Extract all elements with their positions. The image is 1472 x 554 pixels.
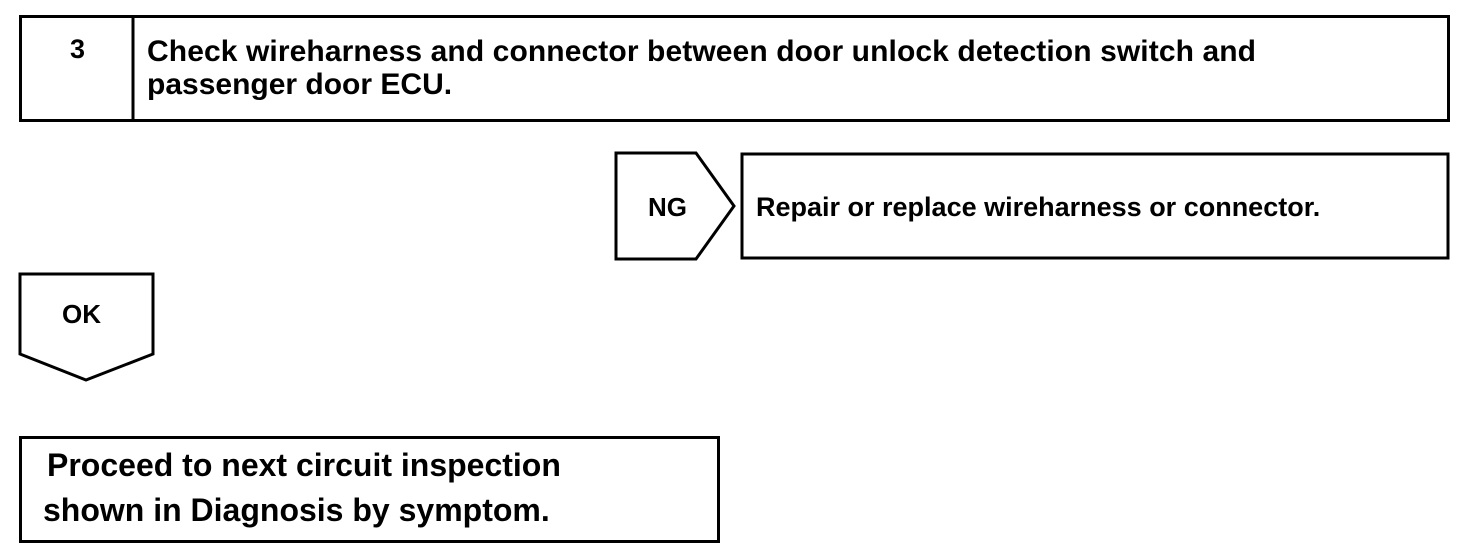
ok-label: OK [62,299,101,329]
ng-label: NG [648,192,687,222]
next-step-line1: Proceed to next circuit inspection [47,447,561,483]
step-title-line1: Check wireharness and connector between … [147,35,1257,68]
ng-arrow-tag [614,151,736,261]
ng-action-box [740,152,1450,260]
step-number: 3 [70,34,86,64]
step-title-line2: passenger door ECU. [147,68,453,101]
next-step-box [19,436,720,543]
ok-arrow-tag [18,272,155,382]
next-step-line2: shown in Diagnosis by symptom. [43,492,550,528]
ng-action-text: Repair or replace wireharness or connect… [756,192,1321,222]
step-box [19,15,1450,122]
